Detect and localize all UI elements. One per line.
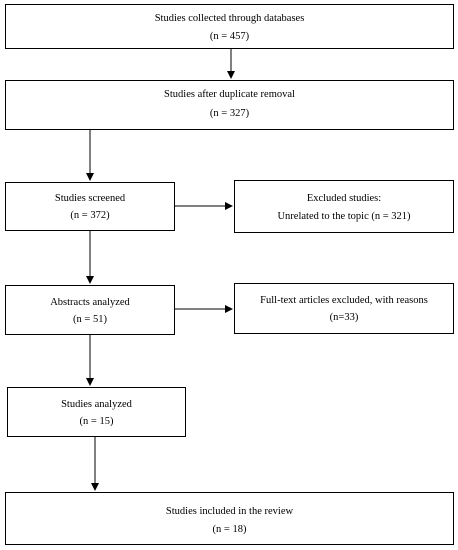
node-collected-count: (n = 457) xyxy=(209,31,250,42)
node-screened-title: Studies screened xyxy=(54,193,126,204)
node-excluded: Excluded studies: Unrelated to the topic… xyxy=(234,180,454,233)
node-dedup: Studies after duplicate removal (n = 327… xyxy=(5,80,454,130)
node-screened-count: (n = 372) xyxy=(70,210,110,221)
node-analyzed: Studies analyzed (n = 15) xyxy=(7,387,186,437)
node-excluded-detail: Unrelated to the topic (n = 321) xyxy=(277,211,411,222)
node-dedup-count: (n = 327) xyxy=(209,108,250,119)
node-fulltext-excluded-title: Full-text articles excluded, with reason… xyxy=(260,295,428,306)
node-analyzed-title: Studies analyzed xyxy=(61,399,132,410)
node-fulltext-excluded: Full-text articles excluded, with reason… xyxy=(234,283,454,334)
node-excluded-title: Excluded studies: xyxy=(306,193,382,204)
node-analyzed-count: (n = 15) xyxy=(79,416,114,427)
node-collected: Studies collected through databases (n =… xyxy=(5,4,454,49)
node-fulltext-excluded-count: (n=33) xyxy=(329,312,359,323)
node-abstracts-title: Abstracts analyzed xyxy=(50,297,130,308)
node-screened: Studies screened (n = 372) xyxy=(5,182,175,231)
node-abstracts: Abstracts analyzed (n = 51) xyxy=(5,285,175,335)
node-included: Studies included in the review (n = 18) xyxy=(5,492,454,545)
node-included-count: (n = 18) xyxy=(212,524,247,535)
node-dedup-title: Studies after duplicate removal xyxy=(164,89,295,100)
node-abstracts-count: (n = 51) xyxy=(73,314,107,325)
node-collected-title: Studies collected through databases xyxy=(154,13,305,24)
node-included-title: Studies included in the review xyxy=(165,506,294,517)
